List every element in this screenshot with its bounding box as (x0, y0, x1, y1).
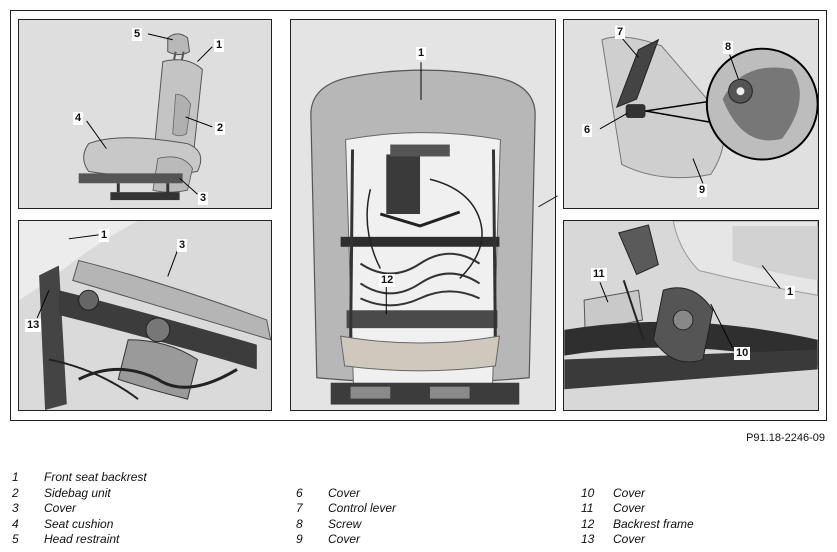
callout-9: 9 (697, 184, 708, 197)
legend-label: Cover (328, 485, 361, 500)
callout-1: 1 (99, 229, 110, 242)
legend-number: 3 (12, 501, 19, 515)
legend-label: Control lever (328, 501, 397, 515)
legend-row: 10 Cover (581, 486, 831, 502)
legend-column-1: 1 Front seat backrest 2 Sidebag unit 3 Cove… (12, 470, 272, 548)
callout-11: 11 (591, 268, 607, 281)
legend-row: 5 Head restraint (12, 532, 272, 548)
callout-8: 8 (723, 41, 734, 54)
legend-row: 9 Cover (296, 532, 556, 548)
legend-number: 6 (296, 485, 303, 500)
legend-number: 7 (296, 501, 303, 515)
legend-number: 8 (296, 516, 303, 531)
panel-seat-side-view: 5 1 4 2 3 (18, 19, 272, 209)
panel-control-lever-detail: 7 8 6 9 (563, 19, 819, 209)
legend-row: 4 Seat cushion (12, 517, 272, 533)
legend-row: 7 Control lever (296, 501, 556, 517)
legend-row: 13 Cover (581, 532, 831, 548)
legend-label: Screw (328, 516, 362, 531)
callout-1: 1 (416, 47, 427, 60)
callout-5: 5 (132, 28, 143, 41)
legend-label: Sidebag unit (44, 485, 111, 500)
legend-number: 13 (581, 532, 595, 546)
legend-number: 11 (581, 501, 594, 515)
legend-number: 9 (296, 532, 303, 546)
callout-1: 1 (785, 286, 796, 299)
legend-label: Head restraint (44, 532, 120, 546)
side-cover-illustration (19, 221, 271, 410)
callout-1: 1 (214, 39, 225, 52)
callout-6: 6 (582, 124, 593, 137)
legend-label: Cover (613, 501, 646, 515)
legend-label: Backrest frame (613, 516, 694, 531)
legend-row: 12 Backrest frame (581, 517, 831, 533)
legend-label: Cover (613, 485, 646, 500)
legend-number: 12 (581, 516, 595, 531)
legend-label: Front seat backrest (44, 470, 147, 484)
seat-side-illustration (19, 20, 271, 208)
callout-10: 10 (734, 347, 751, 360)
legend-number: 4 (12, 516, 19, 531)
legend-number: 2 (12, 485, 19, 500)
legend-label: Cover (613, 532, 646, 546)
callout-12: 12 (379, 274, 396, 287)
callout-13: 13 (25, 319, 42, 332)
rail-cover-illustration (564, 221, 818, 410)
legend-number: 5 (12, 532, 19, 546)
legend-label: Cover (328, 532, 361, 546)
legend-row: 11 Cover (581, 501, 831, 517)
legend-label: Cover (44, 501, 77, 515)
panel-side-cover-detail: 1 3 13 (18, 220, 272, 411)
legend-row: 3 Cover (12, 501, 272, 517)
callout-7: 7 (615, 26, 626, 39)
figure-code: P91.18-2246-09 (746, 432, 825, 444)
panel-rail-cover-detail: 11 1 10 (563, 220, 819, 411)
legend-row: 1 Front seat backrest (12, 470, 272, 486)
legend-row: 2 Sidebag unit (12, 486, 272, 502)
callout-3: 3 (198, 192, 209, 205)
legend-row: 6 Cover (296, 486, 556, 502)
backrest-frame-illustration (291, 20, 555, 410)
legend-number: 10 (581, 485, 595, 500)
legend-label: Seat cushion (44, 516, 114, 531)
callout-4: 4 (73, 112, 84, 125)
callout-2: 2 (215, 122, 226, 135)
legend-number: 1 (12, 470, 19, 484)
control-lever-illustration (564, 20, 818, 208)
legend-row: 8 Screw (296, 517, 556, 533)
callout-3: 3 (177, 239, 188, 252)
panel-backrest-rear-view: 1 12 (290, 19, 556, 411)
